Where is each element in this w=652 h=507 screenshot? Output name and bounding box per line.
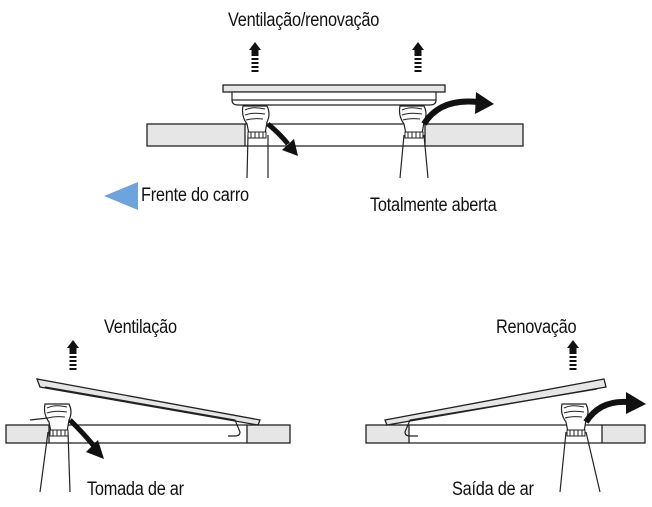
- front-direction-arrow: [104, 182, 138, 210]
- hand-left: [29, 403, 72, 493]
- roof-left-section: [146, 123, 246, 147]
- hand-left: [241, 105, 270, 179]
- glass-panel-tilted: [35, 378, 261, 437]
- airflow-up-arrow: [567, 340, 579, 370]
- motion-arrow-right: [421, 92, 494, 126]
- fully-open-label: Totalmente aberta: [370, 195, 497, 216]
- air-intake-label: Tomada de ar: [87, 479, 184, 500]
- glass-panel-tilted: [384, 378, 607, 437]
- airflow-up-arrow: [249, 42, 261, 72]
- roof-right-section: [601, 424, 646, 444]
- roof-left-section: [5, 424, 50, 444]
- top-title-label: Ventilação/renovação: [228, 10, 380, 31]
- roof-right-section: [424, 123, 524, 147]
- roof-left-section: [365, 424, 410, 444]
- hand-right: [398, 105, 429, 179]
- front-of-car-label: Frente do carro: [141, 185, 249, 206]
- motion-arrow-down: [266, 122, 298, 156]
- motion-arrow-down: [68, 418, 104, 459]
- motion-arrow-right: [583, 392, 646, 424]
- air-exit-label: Saída de ar: [452, 479, 534, 500]
- ventilation-scene: [5, 340, 291, 493]
- hand-right: [559, 403, 601, 493]
- airflow-up-arrow: [412, 42, 424, 72]
- ventilation-label: Ventilação: [104, 317, 177, 338]
- renewal-label: Renovação: [496, 317, 577, 338]
- renewal-scene: [365, 340, 646, 493]
- airflow-up-arrow: [67, 340, 79, 370]
- glass-panel-raised: [222, 84, 446, 106]
- fully-open-scene: [104, 42, 524, 210]
- roof-right-section: [246, 424, 291, 444]
